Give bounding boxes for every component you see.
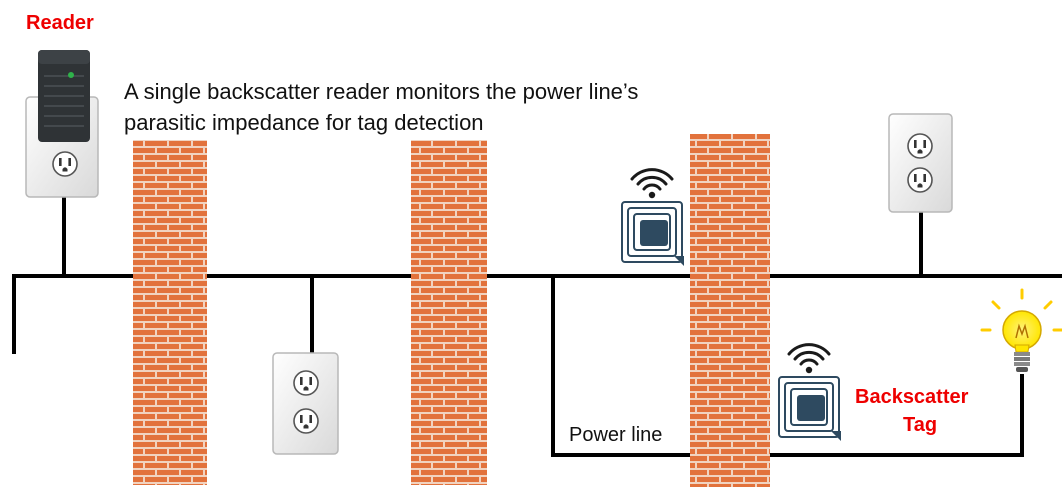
reader-outlet-socket <box>52 151 78 177</box>
reader-label: Reader <box>26 12 94 34</box>
backscatter-tag-label-line-1: Backscatter <box>855 386 969 408</box>
caption-line-2: parasitic impedance for tag detection <box>124 110 484 135</box>
brick-wall-middle <box>411 140 487 485</box>
backscatter-tag-label-line-2: Tag <box>903 414 938 436</box>
right-outlet-plate <box>888 113 953 213</box>
light-bulb-icon <box>980 288 1062 372</box>
outlet-icon <box>272 352 339 455</box>
reader-led <box>68 72 74 78</box>
brick-wall-icon <box>133 134 770 487</box>
outlet-icon <box>888 113 953 213</box>
reader-device-icon <box>25 50 99 198</box>
middle-outlet-plate <box>272 352 339 455</box>
brick-wall-left <box>133 140 207 485</box>
wifi-signal-icon <box>787 343 831 375</box>
rfid-tag-icon <box>774 372 844 442</box>
caption-line-1: A single backscatter reader monitors the… <box>124 79 639 104</box>
brick-wall-right <box>690 134 770 487</box>
branch-circuit-wire <box>551 274 1024 457</box>
wifi-signal-icon <box>630 168 674 200</box>
rfid-tag-icon <box>617 197 687 267</box>
power-line-label: Power line <box>569 424 663 446</box>
